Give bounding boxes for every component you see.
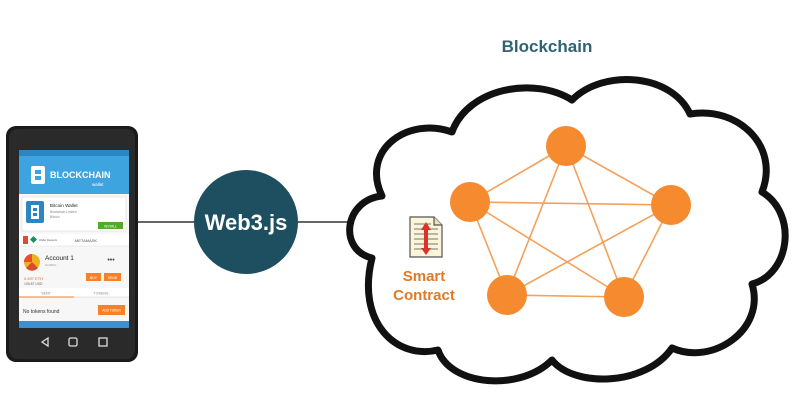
network-node [450,182,490,222]
edge [506,204,672,296]
edge [565,145,672,206]
blockchain-title: Blockchain [502,37,593,56]
wallet-name: Bitcoin Wallet [50,203,78,208]
add-token-label: ADD TOKEN [102,309,121,313]
account-balance: 0.497 ETH [24,276,43,281]
account-address: 0xa5fb6... [45,263,58,267]
banner-sub: wallet [92,182,104,187]
android-home-icon[interactable] [68,337,78,347]
android-nav [40,336,108,348]
network-node [546,126,586,166]
edge [506,145,567,296]
edge [565,145,625,298]
android-back-icon[interactable] [40,336,49,348]
blockchain-logo-icon [31,166,45,184]
account-name: Account 1 [45,255,74,262]
install-label: INSTALL [104,225,117,229]
web3-label: Web3.js [205,210,288,235]
wallet-line3: Bitcoin [50,215,60,219]
nav-bar [19,234,129,246]
nav-center: METAMASK [75,238,97,243]
send-button[interactable] [104,273,121,281]
network-node [487,275,527,315]
android-recent-icon[interactable] [98,337,108,347]
web3-node: Web3.js [194,170,298,274]
network-node [651,185,691,225]
account-fiat: 105.87 USD [24,282,43,286]
contract-label-line1: Smart [403,268,446,285]
tab-tokens[interactable]: TOKENS [94,292,109,296]
add-token-button[interactable] [98,305,125,315]
edge [469,201,625,298]
buy-label: BUY [90,276,98,280]
edge [469,201,672,206]
network-edges [469,145,672,298]
nav-left: Wallet Rewards [39,238,58,242]
install-button[interactable] [98,222,123,229]
wallet-line2: Blockchain Limited [50,210,77,214]
network-node [604,277,644,317]
send-label: SEND [108,276,118,280]
blockchain-cloud [346,76,789,385]
contract-document-icon [409,216,443,258]
phone: BLOCKCHAIN wallet Bitcoin Wallet Blockch… [6,126,138,362]
contract-label-line2: Contract [393,287,455,304]
account-menu[interactable]: ••• [107,257,115,264]
banner-brand: BLOCKCHAIN [50,170,111,180]
network-nodes [450,126,691,317]
buy-button[interactable] [86,273,101,281]
tab-sent[interactable]: SENT [41,292,51,296]
empty-tokens-text: No tokens found [23,309,60,315]
